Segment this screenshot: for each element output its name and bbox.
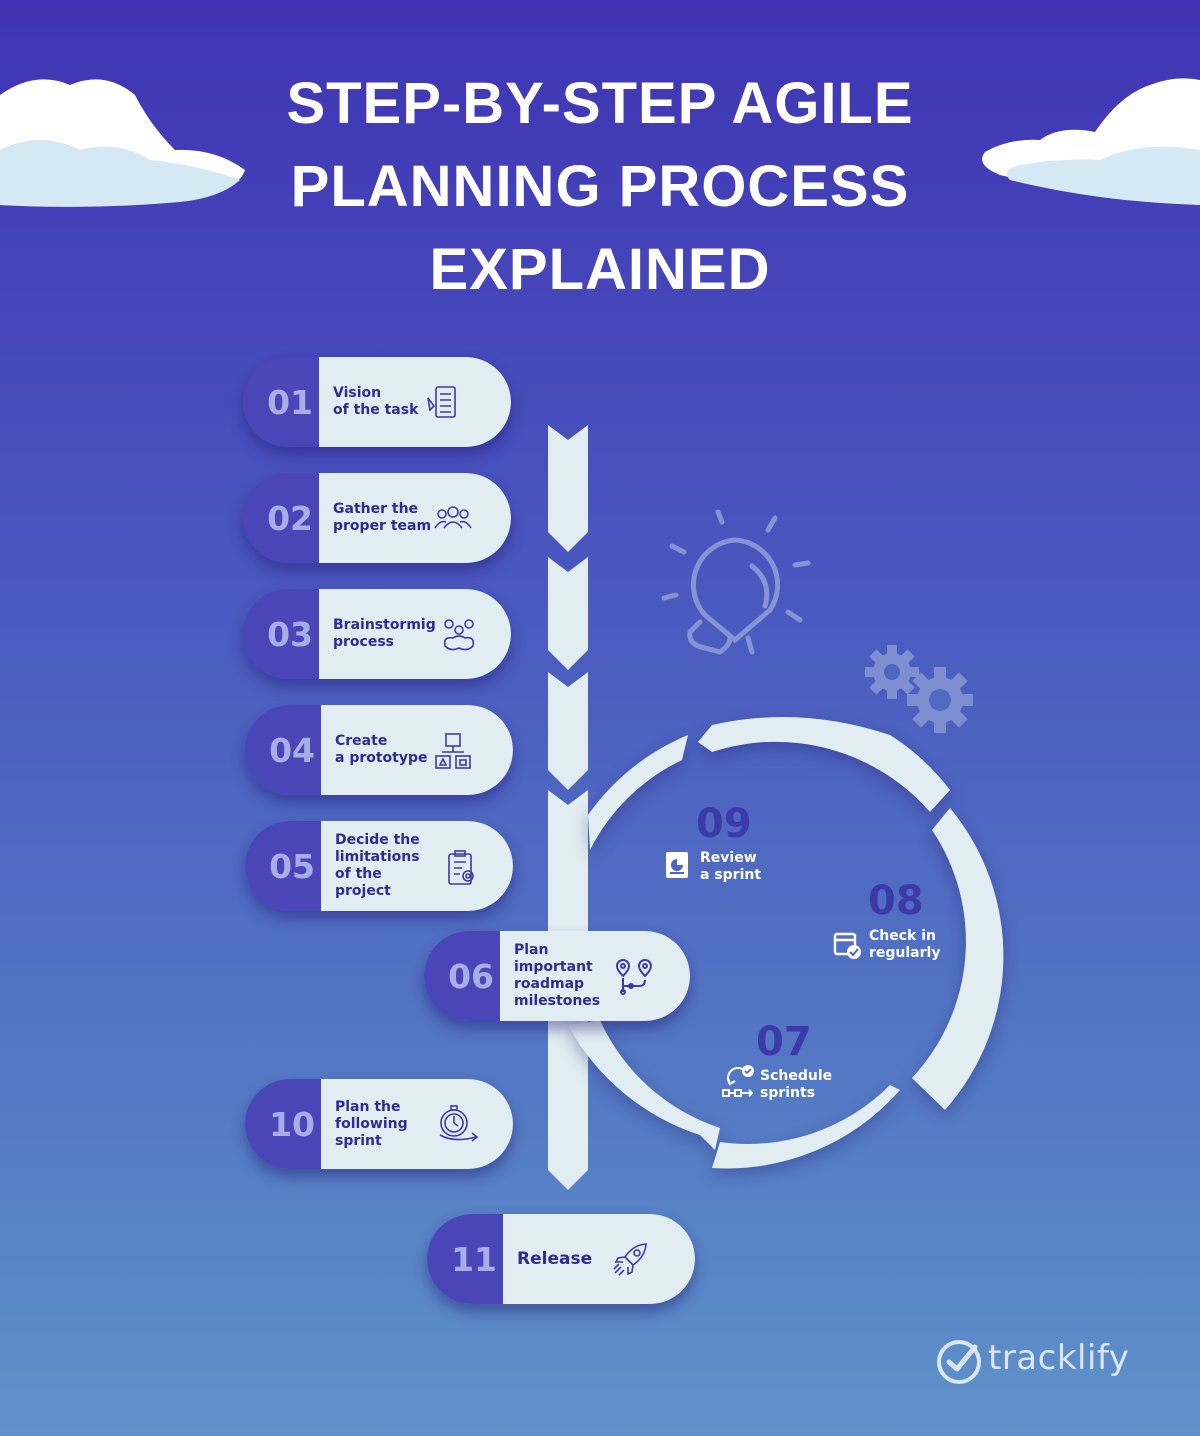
step-label: Plan the following sprint [335,1098,408,1149]
arrow-segment [548,425,588,552]
cycle-09-number: 09 [696,801,752,847]
team-icon [434,506,472,529]
step-label: Gather the proper team [333,501,432,534]
blocks-icon [435,733,471,769]
step-number: 05 [245,821,321,911]
lightbulb-icon [661,509,811,655]
step-number: 01 [243,357,319,447]
page-title: STEP-BY-STEP AGILE PLANNING PROCESS EXPL… [0,62,1200,311]
step-number: 02 [243,473,319,563]
step-label: Plan important roadmap milestones [514,942,601,1009]
step-01-card: 01 Vision of the task [243,357,511,447]
right-cloud-icon [982,78,1200,205]
arrow-segment [548,672,588,790]
step-number: 03 [243,589,319,679]
clipboard-gear-icon [448,850,474,885]
arrow-segment [548,557,588,670]
step-label: Vision of the task [333,385,419,418]
step-label: Brainstormig process [333,617,436,650]
arrow-segment [548,790,588,940]
schedule-icon [722,1065,754,1097]
calendar-check-icon [833,932,861,959]
step-number: 06 [424,931,500,1021]
step-label: Create a prototype [335,733,428,766]
step-06-card: 06 Plan important roadmap milestones [424,931,690,1021]
step-05-card: 05 Decide the limitations of the project [245,821,513,911]
step-11-card: 11 Release [427,1214,695,1304]
step-label: Decide the limitations of the project [335,832,420,899]
title-line-1: STEP-BY-STEP AGILE [286,71,914,136]
brand-name: tracklify [988,1338,1130,1378]
flow-arrows [548,425,588,1190]
step-number: 10 [245,1079,321,1169]
step-label: Release [517,1248,593,1269]
report-icon [666,852,688,878]
brain-gears-icon [443,619,475,651]
step-02-card: 02 Gather the proper team [243,473,511,563]
roadmap-icon [615,958,653,995]
checklist-icon [427,386,456,418]
cycle-08-number: 08 [868,878,924,924]
step-10-card: 10 Plan the following sprint [245,1079,513,1169]
left-cloud-icon [0,79,245,207]
stopwatch-icon [439,1105,479,1142]
cycle-09-label: Review a sprint [700,850,762,883]
tracklify-logo-icon [937,1340,981,1384]
step-04-card: 04 Create a prototype [245,705,513,795]
step-number: 11 [427,1214,503,1304]
cycle-07-number: 07 [756,1019,812,1065]
cycle-08-label: Check in regularly [869,928,941,961]
arrow-segment [548,1020,588,1190]
title-line-2: PLANNING PROCESS [290,154,910,219]
cycle-07-label: Schedule sprints [760,1068,833,1101]
step-03-card: 03 Brainstormig process [243,589,511,679]
step-number: 04 [245,705,321,795]
title-line-3: EXPLAINED [429,237,771,302]
sprint-cycle-ring [568,717,1004,1169]
rocket-icon [613,1243,647,1276]
gears-icon [865,645,973,733]
